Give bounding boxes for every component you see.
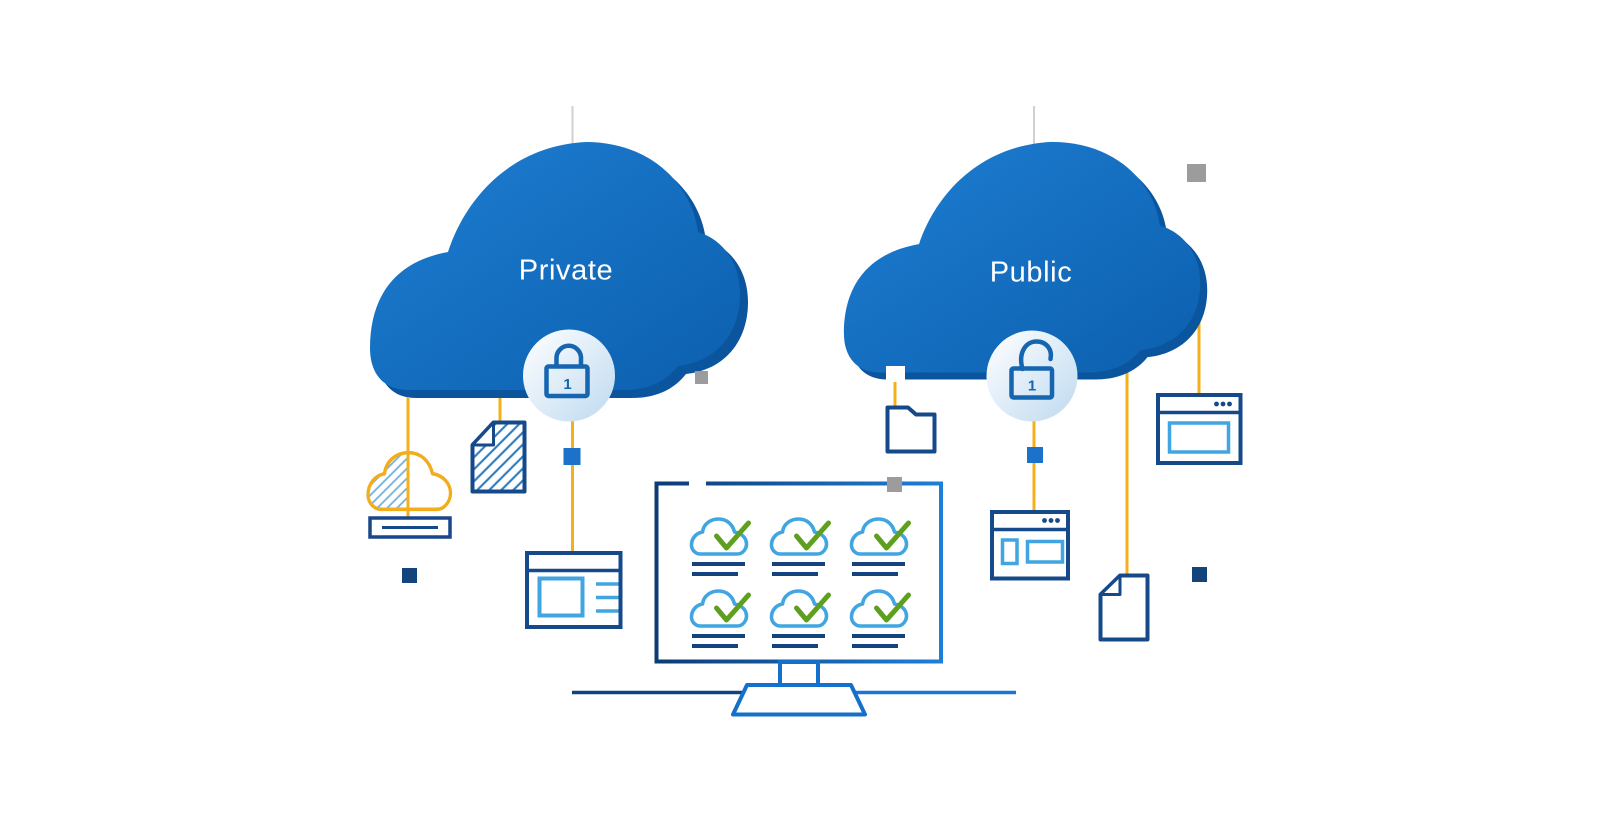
frame-gap — [689, 479, 706, 488]
monitor-icon — [572, 477, 1016, 717]
storage-tray-icon — [368, 516, 452, 539]
blue-square-left — [563, 448, 581, 465]
navy-square-left — [402, 568, 417, 583]
document-icon — [1098, 573, 1150, 642]
browser-window-icon-left — [525, 551, 623, 629]
public-cloud-label: Public — [989, 256, 1073, 289]
private-cloud-label: Private — [518, 254, 614, 287]
blue-square-right — [1027, 447, 1043, 463]
folder-icon — [885, 405, 937, 454]
locked-padlock-badge: 1 — [523, 329, 615, 422]
lock-badge-circle — [523, 329, 615, 422]
lock-digit: 1 — [563, 376, 571, 393]
hatched-document-icon — [470, 420, 527, 494]
gray-square-monitor — [887, 477, 902, 492]
browser-window-icon-middle — [990, 510, 1070, 581]
gray-square-right — [1187, 164, 1206, 182]
browser-window-icon-right — [1156, 393, 1243, 465]
white-notch-square — [886, 366, 905, 382]
locked-padlock-icon — [544, 343, 590, 399]
lock-digit: 1 — [1028, 378, 1036, 395]
lock-badge-circle — [986, 330, 1078, 422]
navy-square-right — [1192, 567, 1207, 582]
unlocked-padlock-badge: 1 — [986, 330, 1078, 422]
unlocked-padlock-icon — [1009, 339, 1055, 400]
monitor-stand-neck — [778, 660, 820, 687]
monitor-stand-base — [731, 683, 867, 717]
gray-square-left — [695, 371, 708, 384]
